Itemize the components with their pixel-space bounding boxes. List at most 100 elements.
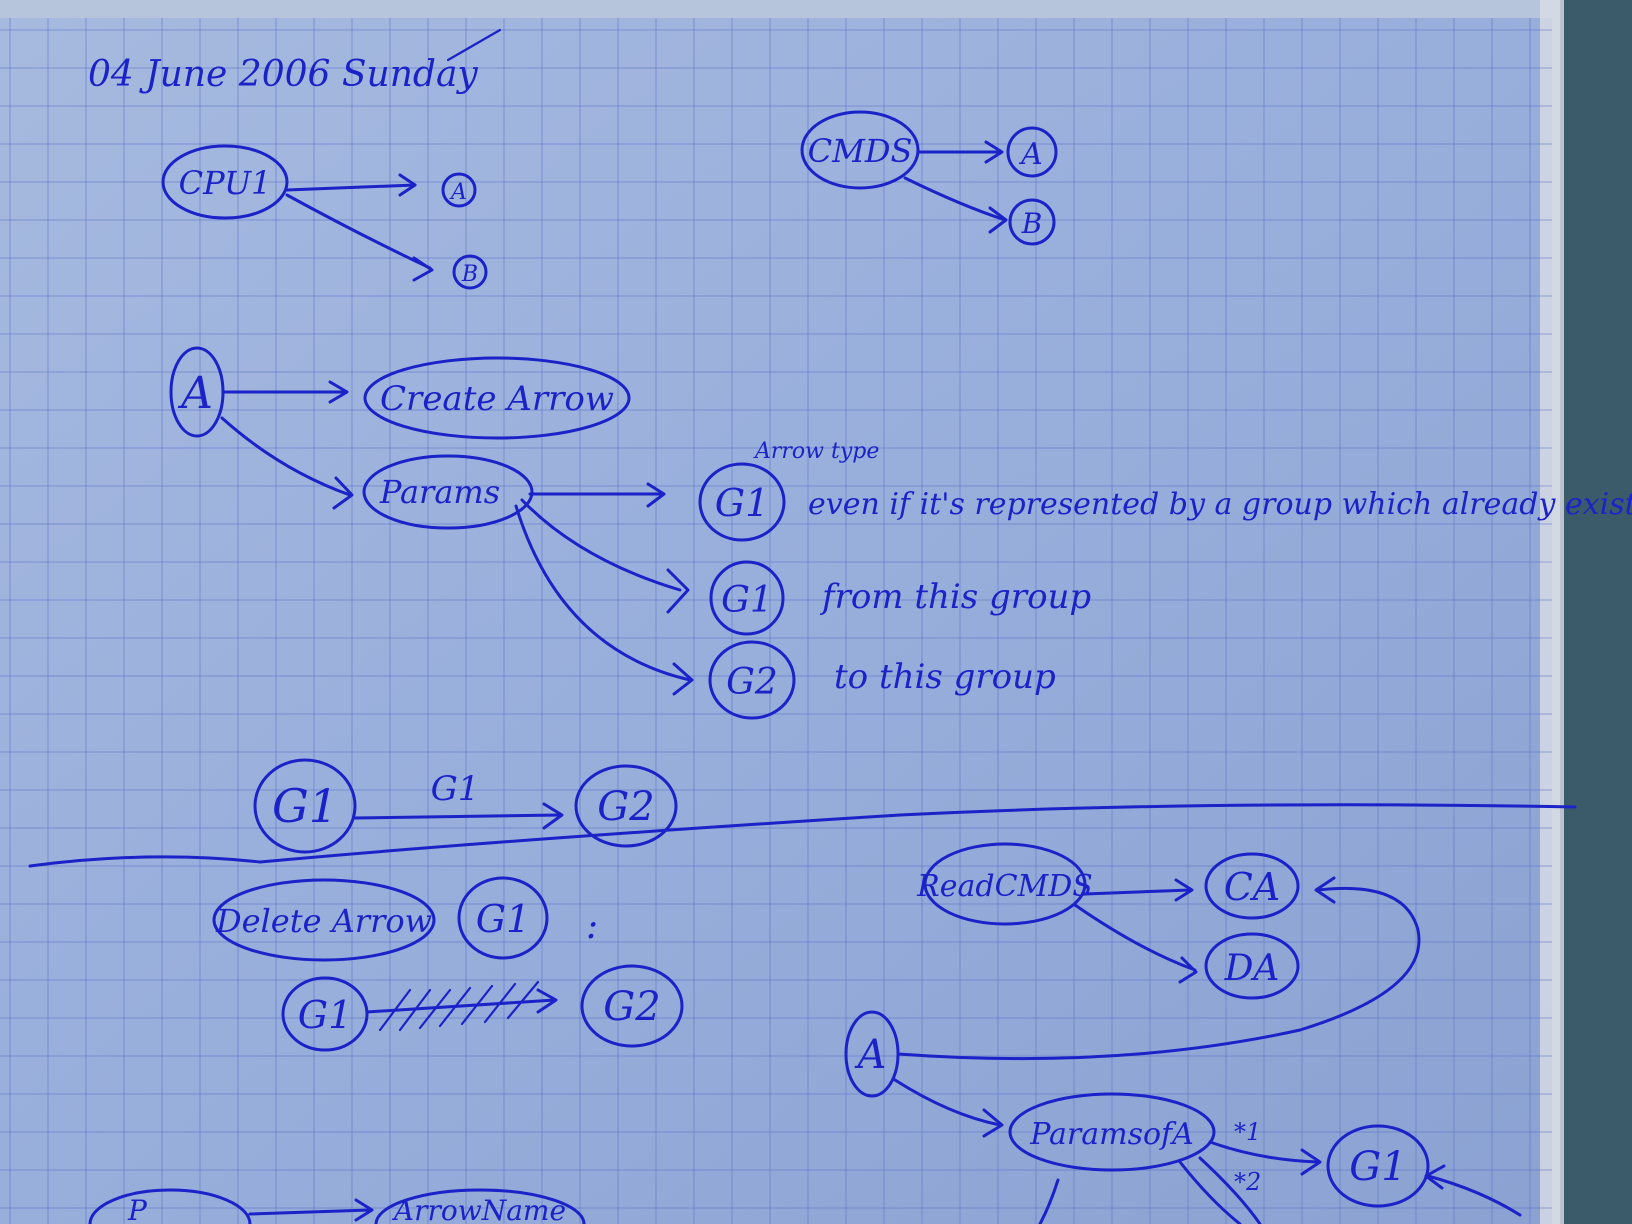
arrowname-node <box>374 1188 586 1224</box>
output-g1-label: G1 <box>715 481 770 525</box>
example-g2-label: G2 <box>597 784 654 830</box>
arrowhead <box>646 482 666 508</box>
mark-star2: *2 <box>1234 1168 1261 1196</box>
arrowhead <box>328 380 349 404</box>
node-a-small <box>441 172 477 208</box>
output-g2-note: to this group <box>834 657 1056 697</box>
output-g1-note: even if it's represented by a group whic… <box>808 487 1632 522</box>
delete-to-g2-label: G2 <box>603 984 660 1030</box>
a-to-paramsofa-arrow <box>893 1078 1002 1127</box>
cmds-node-a-label: A <box>1018 137 1043 172</box>
params-to-g2-arrow <box>514 504 692 682</box>
output-g2-label: G2 <box>726 662 778 703</box>
arrowhead <box>988 206 1008 234</box>
cmds-node-b <box>1008 198 1056 246</box>
crossout-strokes <box>378 980 540 1032</box>
date-flourish <box>446 28 502 62</box>
params-to-g1b-arrow <box>520 498 682 592</box>
create-start-node-a-label: A <box>177 368 213 419</box>
arrowhead <box>332 476 354 510</box>
node-a-small-label: A <box>449 180 467 205</box>
arrowhead <box>1178 956 1198 984</box>
delete-g1-node <box>457 876 549 960</box>
arrowhead-bold <box>666 568 690 614</box>
example-g1-label: G1 <box>272 779 338 833</box>
arrowhead <box>354 1198 374 1222</box>
arrowhead <box>398 173 417 197</box>
cmds-node <box>800 110 920 190</box>
delete-colon: : <box>586 906 598 947</box>
paramsofa-g1-node <box>1326 1124 1430 1208</box>
arrowhead <box>1314 876 1336 904</box>
arrow-type-annotation: Arrow type <box>753 439 879 464</box>
cmds-node-a <box>1006 126 1058 178</box>
section-divider <box>28 803 1577 868</box>
readcmds-node <box>923 842 1087 926</box>
arrowname-label: ArrowName <box>391 1194 566 1224</box>
mark-star1: *1 <box>1234 1118 1261 1146</box>
output-g1-node <box>698 462 786 542</box>
paper-edge <box>1540 0 1564 1224</box>
create-arrow-label: Create Arrow <box>380 379 614 419</box>
arrowhead <box>412 256 434 282</box>
paramsofa-lower-line-2 <box>1198 1156 1262 1224</box>
arrowhead <box>1424 1164 1446 1190</box>
readcmds-label: ReadCMDS <box>916 869 1093 904</box>
a-to-ca-loop-arrow <box>896 886 1421 1061</box>
graph-grid <box>0 18 1552 1224</box>
paramsofa-g1-label: G1 <box>1349 1144 1406 1190</box>
arrowhead <box>1300 1148 1322 1176</box>
crossed-arrow <box>365 998 557 1014</box>
paramsofa-start-label: A <box>854 1032 887 1078</box>
da-label: DA <box>1224 948 1280 989</box>
cpu1-label: CPU1 <box>179 164 272 202</box>
arrowhead <box>672 662 694 696</box>
params-label: Params <box>379 473 500 511</box>
example-arrow-label: G1 <box>431 769 480 809</box>
readcmds-to-da-arrow <box>1073 903 1197 972</box>
cpu1-node <box>161 144 289 220</box>
cmds-node-b-label: B <box>1021 207 1043 240</box>
up-arrow-stroke <box>1038 1178 1060 1224</box>
paramsofa-lower-line <box>1178 1160 1242 1224</box>
delete-g1-label: G1 <box>476 897 531 941</box>
example-arrow <box>353 813 562 820</box>
cpu1-to-a-arrow <box>285 183 417 192</box>
a-to-params-arrow <box>220 416 352 497</box>
delete-arrow-label: Delete Arrow <box>215 902 432 940</box>
output-g2-node <box>708 640 796 720</box>
arrowhead <box>536 988 558 1014</box>
bottom-left-label: P <box>127 1194 148 1224</box>
paramsofa-to-g1-arrow <box>1208 1140 1320 1164</box>
node-b-small <box>452 254 488 290</box>
arrowhead <box>1174 878 1194 902</box>
arrowhead <box>542 802 564 830</box>
readcmds-to-ca-arrow <box>1083 888 1192 896</box>
da-node <box>1204 932 1300 1000</box>
delete-from-g1-label: G1 <box>298 993 353 1037</box>
ca-label: CA <box>1224 865 1281 909</box>
output-g1b-note: from this group <box>819 577 1091 617</box>
bottom-arrow <box>248 1208 372 1216</box>
date-heading: 04 June 2006 Sunday <box>88 54 478 95</box>
example-g2-node <box>574 764 678 848</box>
output-g1b-node <box>709 560 785 636</box>
paramsofa-label: ParamsofA <box>1029 1117 1194 1152</box>
cmds-to-b-arrow <box>903 176 1007 222</box>
delete-from-g1-node <box>281 976 369 1052</box>
arrowhead <box>982 1108 1004 1138</box>
node-b-small-label: B <box>461 262 478 287</box>
ca-node <box>1204 852 1300 920</box>
delete-to-g2-node <box>580 964 684 1048</box>
paramsofa-node <box>1008 1092 1216 1172</box>
create-arrow-node <box>363 356 631 440</box>
g1-incoming-arrow <box>1426 1174 1522 1217</box>
example-g1-node <box>253 758 357 854</box>
cpu1-to-b-arrow <box>285 193 432 270</box>
params-node <box>362 454 534 530</box>
output-g1b-label: G1 <box>721 580 773 621</box>
cmds-label: CMDS <box>808 132 913 170</box>
bottom-left-node <box>88 1188 252 1224</box>
delete-arrow-node <box>212 878 436 962</box>
